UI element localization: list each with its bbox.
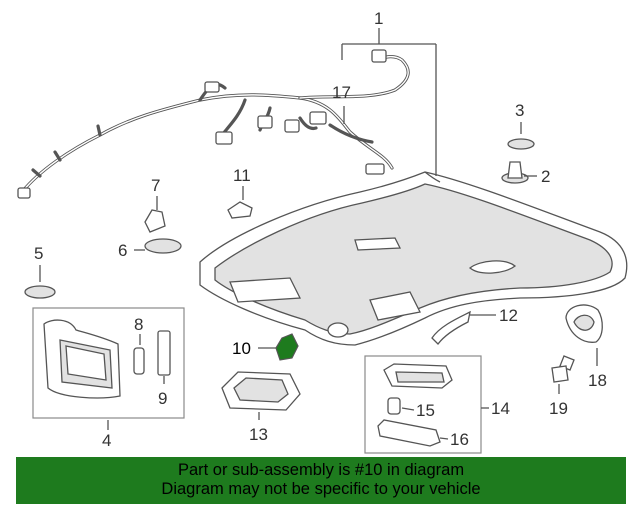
info-banner: Part or sub-assembly is #10 in diagram D… xyxy=(16,457,626,504)
callout-16[interactable]: 16 xyxy=(450,430,469,449)
clip-part-2[interactable] xyxy=(501,161,529,184)
bolt-part-19[interactable] xyxy=(551,355,575,383)
callout-5[interactable]: 5 xyxy=(34,244,43,263)
visor-part-9[interactable] xyxy=(157,330,171,376)
callout-12[interactable]: 12 xyxy=(499,306,518,325)
callout-10[interactable]: 10 xyxy=(232,339,251,358)
callout-14[interactable]: 14 xyxy=(491,399,510,418)
lens-part-16[interactable] xyxy=(377,419,441,447)
callout-4[interactable]: 4 xyxy=(102,431,111,450)
bulb-part-15[interactable] xyxy=(387,397,401,415)
callout-3[interactable]: 3 xyxy=(515,101,524,120)
visor-group-box xyxy=(32,307,185,419)
sun-visor-part-4[interactable] xyxy=(43,319,121,399)
callout-labels: 1 17 3 2 7 11 5 6 8 9 4 10 13 12 18 19 1… xyxy=(34,9,607,450)
callout-2[interactable]: 2 xyxy=(541,167,550,186)
clip-part-11[interactable] xyxy=(227,201,253,219)
pad-part-5[interactable] xyxy=(24,285,56,299)
wiring-harness[interactable] xyxy=(17,49,410,199)
dome-lamp-part-13[interactable] xyxy=(221,371,301,411)
callout-1[interactable]: 1 xyxy=(374,9,383,28)
callout-18[interactable]: 18 xyxy=(588,371,607,390)
pad-part-6[interactable] xyxy=(144,238,182,254)
banner-line-2: Diagram may not be specific to your vehi… xyxy=(161,480,481,498)
callout-9[interactable]: 9 xyxy=(158,389,167,408)
callout-7[interactable]: 7 xyxy=(151,176,160,195)
callout-13[interactable]: 13 xyxy=(249,425,268,444)
callout-11[interactable]: 11 xyxy=(233,166,251,185)
callout-17[interactable]: 17 xyxy=(332,83,351,102)
headliner-panel[interactable] xyxy=(199,171,628,346)
clip-part-7[interactable] xyxy=(144,209,166,233)
banner-line-1: Part or sub-assembly is #10 in diagram xyxy=(177,461,465,479)
grab-handle-part-12[interactable] xyxy=(431,310,471,345)
highlighted-part-10[interactable] xyxy=(275,333,299,361)
coat-hook-part-18[interactable] xyxy=(565,304,603,343)
lamp-part-14-housing[interactable] xyxy=(383,363,453,389)
callout-19[interactable]: 19 xyxy=(549,399,568,418)
leader-lines xyxy=(39,28,598,440)
callout-6[interactable]: 6 xyxy=(118,241,127,260)
callout-8[interactable]: 8 xyxy=(134,315,143,334)
pad-part-3[interactable] xyxy=(507,138,535,150)
callout-15[interactable]: 15 xyxy=(416,401,435,420)
visor-part-8[interactable] xyxy=(133,347,145,375)
lamp-group-box xyxy=(364,355,482,454)
